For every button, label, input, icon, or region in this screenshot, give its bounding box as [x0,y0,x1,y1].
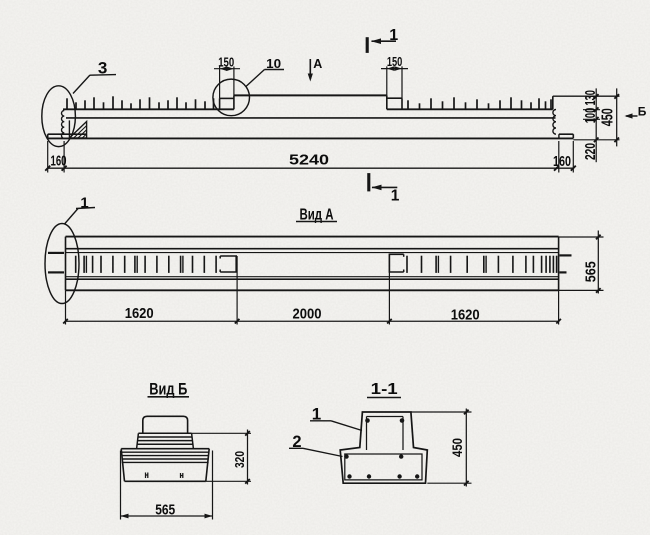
svg-text:130: 130 [583,90,599,106]
svg-text:160: 160 [553,153,571,170]
svg-text:1: 1 [312,405,321,424]
svg-text:1620: 1620 [125,305,154,322]
svg-text:Вид Б: Вид Б [149,381,187,399]
svg-text:10: 10 [266,56,281,71]
svg-text:150: 150 [218,56,234,70]
svg-text:565: 565 [155,503,175,519]
svg-text:1-1: 1-1 [371,381,398,398]
svg-text:Вид А: Вид А [300,207,334,224]
svg-text:1: 1 [389,27,398,44]
svg-text:160: 160 [51,154,67,170]
svg-text:1620: 1620 [451,307,480,324]
svg-text:100: 100 [583,108,599,124]
svg-text:450: 450 [600,108,617,126]
svg-text:320: 320 [233,451,247,468]
svg-text:565: 565 [584,261,600,282]
svg-text:2000: 2000 [293,306,322,323]
svg-text:5240: 5240 [289,152,329,169]
svg-text:2: 2 [292,433,301,451]
svg-text:3: 3 [98,59,107,78]
svg-text:1: 1 [80,195,88,212]
svg-text:450: 450 [450,438,465,457]
svg-text:150: 150 [387,55,403,69]
svg-text:А: А [313,57,322,71]
svg-text:Б: Б [638,105,647,119]
svg-text:220: 220 [583,143,599,160]
svg-text:1: 1 [391,188,400,205]
